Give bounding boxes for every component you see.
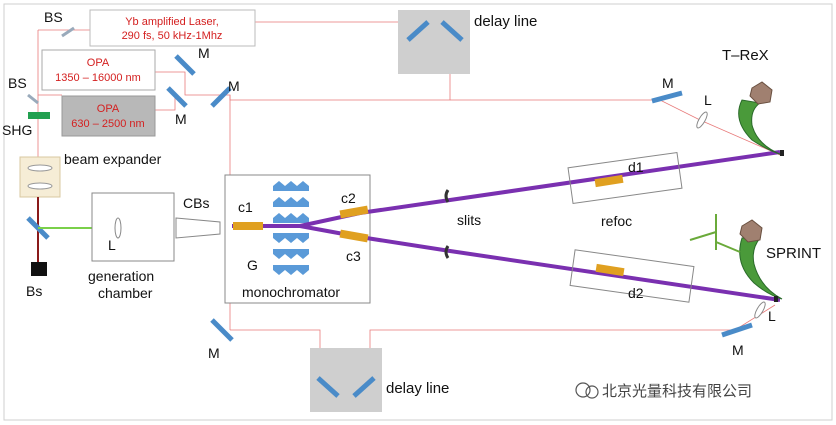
sprint-label: SPRINT <box>766 245 821 262</box>
chamber-label: chamber <box>98 285 153 301</box>
m5-label: M <box>662 75 674 91</box>
delay-bottom-label: delay line <box>386 380 449 397</box>
sprint-arm <box>739 237 783 300</box>
refoc-label: refoc <box>601 213 632 229</box>
outer-frame <box>3 3 833 421</box>
laser-text-2: 290 fs, 50 kHz-1Mhz <box>122 30 223 42</box>
slit-lower <box>444 245 450 259</box>
g-label: G <box>247 257 258 273</box>
opa1-box <box>41 49 156 91</box>
l-gen-label: L <box>108 237 116 253</box>
c3-label: c3 <box>346 248 361 264</box>
sprint-molecule <box>739 219 763 243</box>
shg-label: SHG <box>2 122 32 138</box>
beamsplitter-top <box>61 26 75 38</box>
trex-label: T–ReX <box>722 47 769 64</box>
crystal-c2 <box>339 205 369 219</box>
mirror-m4 <box>210 318 234 342</box>
mirror-m5 <box>651 90 683 104</box>
sprint-sample <box>774 296 778 302</box>
trex-sample <box>780 150 784 156</box>
watermark-text: 北京光量科技有限公司 <box>602 382 752 400</box>
bs-bottom-label: Bs <box>26 283 42 299</box>
beamsplitter-left <box>27 93 39 105</box>
crystal-c3 <box>339 229 369 243</box>
monochromator-box <box>224 174 371 304</box>
watermark: 北京光量科技有限公司 <box>575 382 752 400</box>
opa2-text-2: 630 – 2500 nm <box>71 118 144 130</box>
expander-lens-2 <box>27 182 53 190</box>
l-sprint-label: L <box>768 308 776 324</box>
delay-mirror-top-left <box>406 20 430 42</box>
opa2-text-1: OPA <box>97 103 120 115</box>
opa1-text-1: OPA <box>87 57 110 69</box>
crystal-d1 <box>594 174 624 188</box>
generation-chamber-box <box>91 192 175 262</box>
refoc-box-upper <box>567 151 683 205</box>
laser-text-1: Yb amplified Laser, <box>125 16 219 28</box>
delay-mirror-bottom-left <box>316 376 340 398</box>
l-trex-label: L <box>704 92 712 108</box>
beam-stop <box>31 262 47 276</box>
delay-line-top-box <box>398 10 470 74</box>
lens-gen <box>114 217 122 239</box>
slit-upper <box>444 189 450 203</box>
c1-label: c1 <box>238 199 253 215</box>
mirror-m3 <box>210 86 232 108</box>
laser-box <box>89 9 256 47</box>
crystal-c1 <box>233 222 263 230</box>
delay-top-label: delay line <box>474 13 537 30</box>
beam-expander <box>19 156 61 198</box>
gratings <box>273 181 309 275</box>
opa2-box <box>61 95 156 137</box>
bs-left-label: BS <box>8 75 27 91</box>
crystal-d2 <box>595 263 625 277</box>
mirror-m1 <box>174 54 196 76</box>
wechat-icon <box>575 382 591 398</box>
sprint-branches <box>689 214 741 253</box>
lens-sprint <box>754 301 766 319</box>
delay-mirror-bottom-right <box>352 376 376 398</box>
slits-label: slits <box>457 212 481 228</box>
monochromator-label: monochromator <box>242 284 340 300</box>
m1-label: M <box>198 45 210 61</box>
mirror-m2 <box>166 86 188 108</box>
cbs-label: CBs <box>183 195 209 211</box>
m4-label: M <box>208 345 220 361</box>
c2-label: c2 <box>341 190 356 206</box>
d1-label: d1 <box>628 159 644 175</box>
opa1-text-2: 1350 – 16000 nm <box>55 72 141 84</box>
m3-label: M <box>228 78 240 94</box>
lens-trex <box>696 111 708 129</box>
bs-top-label: BS <box>44 9 63 25</box>
trex-molecule <box>749 81 773 105</box>
mirror-m6 <box>721 322 753 338</box>
shg-crystal <box>28 112 50 119</box>
vuv-beam-lower <box>299 224 781 302</box>
refoc-box-lower <box>569 249 695 303</box>
d2-label: d2 <box>628 285 644 301</box>
generation-label: generation <box>88 268 154 284</box>
cbs-element <box>175 217 221 239</box>
m2-label: M <box>175 111 187 127</box>
beam-expander-label: beam expander <box>64 151 162 167</box>
m6-label: M <box>732 342 744 358</box>
expander-lens-1 <box>27 164 53 172</box>
delay-mirror-top-right <box>440 20 464 42</box>
